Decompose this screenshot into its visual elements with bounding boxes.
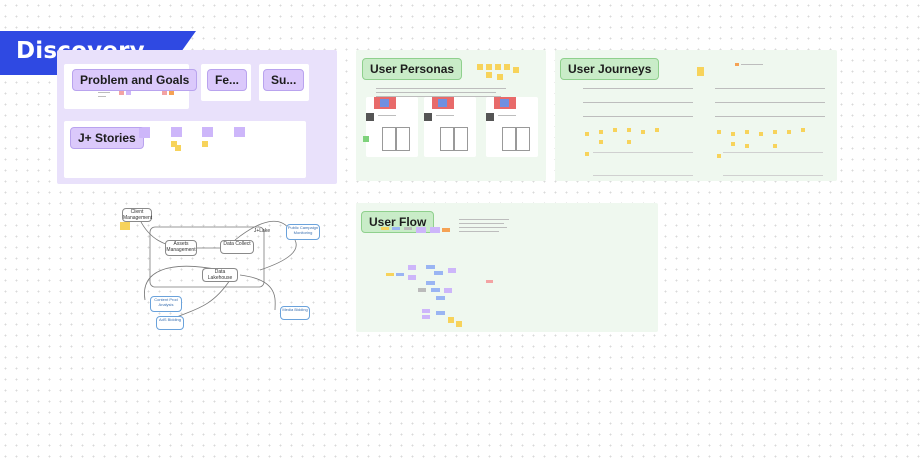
data-lakehouse-node[interactable]: Data Lakehouse	[202, 268, 238, 282]
sticky-note[interactable]	[202, 127, 213, 137]
problem-goals-label[interactable]: Problem and Goals	[72, 69, 198, 91]
sticky-note[interactable]	[171, 127, 182, 137]
stories-label[interactable]: J+ Stories	[70, 127, 144, 149]
sticky-note[interactable]	[234, 127, 245, 137]
client-management-node[interactable]: Client Management	[122, 208, 153, 222]
sticky-note[interactable]	[119, 89, 124, 95]
personas-section[interactable]: User Personas	[356, 50, 546, 181]
persona-card[interactable]	[366, 97, 418, 157]
ads-bidding-node[interactable]: AdS Bidding	[156, 316, 184, 330]
persona-card[interactable]	[486, 97, 538, 157]
media-bidding-node[interactable]: Media Bidding	[280, 306, 310, 320]
journeys-label[interactable]: User Journeys	[560, 58, 660, 80]
personas-label[interactable]: User Personas	[362, 58, 463, 80]
sticky-note[interactable]	[126, 89, 131, 95]
sticky-note[interactable]	[175, 145, 181, 151]
success-label[interactable]: Su...	[263, 69, 305, 91]
sticky-note[interactable]	[202, 141, 208, 147]
flow-section[interactable]: User Flow	[356, 203, 658, 332]
assets-management-node[interactable]: Assets Management	[165, 240, 197, 256]
jplus-lake-label: J+Lake	[253, 228, 271, 234]
sticky-note[interactable]	[169, 89, 174, 95]
persona-card[interactable]	[424, 97, 476, 157]
content-prod-node[interactable]: Content Prod Analysis	[150, 296, 182, 312]
sticky-note[interactable]	[171, 141, 177, 147]
journeys-section[interactable]: User Journeys	[555, 50, 837, 181]
sticky-note[interactable]	[162, 89, 167, 95]
features-label[interactable]: Fe...	[207, 69, 248, 91]
architecture-diagram[interactable]: Client Management J+Lake Assets Manageme…	[110, 200, 325, 335]
data-collect-node[interactable]: Data Collect	[220, 240, 254, 254]
public-campaign-node[interactable]: Public Campaign Monitoring	[286, 224, 320, 240]
problem-section[interactable]: Problem and Goals Fe... Su... J+ Stories	[57, 50, 337, 184]
